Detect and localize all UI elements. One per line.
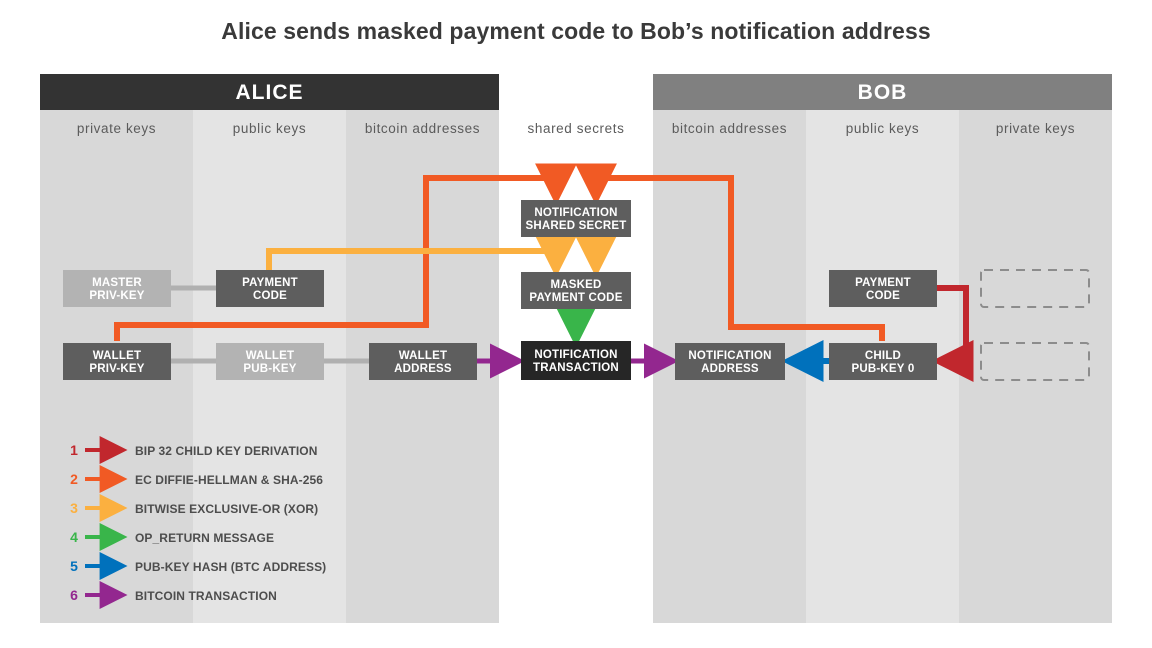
node-master-priv-key[interactable]: MASTER PRIV-KEY <box>63 270 171 307</box>
legend-item-6[interactable]: 6 BITCOIN TRANSACTION <box>70 581 277 609</box>
node-label-line1: WALLET <box>246 350 294 362</box>
node-label-line2: CODE <box>253 290 287 302</box>
arrow-bip32-derivation <box>931 285 974 382</box>
node-alice-payment-code[interactable]: PAYMENT CODE <box>216 270 324 307</box>
party-label-alice: ALICE <box>236 81 304 104</box>
node-label-line1: CHILD <box>865 350 901 362</box>
node-label-line2: ADDRESS <box>394 363 452 375</box>
legend-number: 2 <box>70 471 78 487</box>
party-header-alice: ALICE <box>40 74 499 110</box>
legend-item-2[interactable]: 2 EC DIFFIE-HELLMAN & SHA-256 <box>70 465 323 493</box>
legend-label: BITWISE EXCLUSIVE-OR (XOR) <box>135 502 318 516</box>
legend-number: 5 <box>70 558 78 574</box>
legend-item-4[interactable]: 4 OP_RETURN MESSAGE <box>70 523 274 551</box>
column-header-1: public keys <box>233 121 306 136</box>
placeholder-boxes <box>980 269 1090 381</box>
column-band-private-keys-bob <box>959 110 1112 623</box>
bob-priv-key-placeholder-1 <box>980 269 1090 308</box>
column-headers: private keys public keys bitcoin address… <box>77 121 1075 136</box>
node-label-line1: NOTIFICATION <box>688 350 771 362</box>
bob-priv-key-placeholder-2 <box>980 342 1090 381</box>
legend-number: 6 <box>70 587 78 603</box>
legend-item-1[interactable]: 1 BIP 32 CHILD KEY DERIVATION <box>70 436 318 464</box>
node-notification-shared-secret[interactable]: NOTIFICATION SHARED SECRET <box>521 200 631 237</box>
node-label-line2: PRIV-KEY <box>89 290 144 302</box>
column-header-6: private keys <box>996 121 1075 136</box>
node-child-pub-key-0[interactable]: CHILD PUB-KEY 0 <box>829 343 937 380</box>
node-label-line1: NOTIFICATION <box>534 207 617 219</box>
column-header-5: public keys <box>846 121 919 136</box>
legend-item-3[interactable]: 3 BITWISE EXCLUSIVE-OR (XOR) <box>70 494 318 522</box>
node-label-line2: PAYMENT CODE <box>529 292 622 304</box>
party-label-bob: BOB <box>858 81 908 104</box>
legend-label: EC DIFFIE-HELLMAN & SHA-256 <box>135 473 323 487</box>
legend-label: PUB-KEY HASH (BTC ADDRESS) <box>135 560 326 574</box>
arrow-ec-dh-bob <box>575 163 885 341</box>
arrow-xor-payment-code <box>266 235 577 278</box>
legend-label: OP_RETURN MESSAGE <box>135 531 274 545</box>
node-notification-address[interactable]: NOTIFICATION ADDRESS <box>675 343 785 380</box>
node-label-line2: PUB-KEY 0 <box>852 363 915 375</box>
legend: 1 BIP 32 CHILD KEY DERIVATION 2 EC DIFFI… <box>70 436 326 609</box>
legend-label: BITCOIN TRANSACTION <box>135 589 277 603</box>
legend-item-5[interactable]: 5 PUB-KEY HASH (BTC ADDRESS) <box>70 552 326 580</box>
node-label-line1: MASKED <box>550 279 601 291</box>
node-wallet-address[interactable]: WALLET ADDRESS <box>369 343 477 380</box>
column-header-3: shared secrets <box>528 121 625 136</box>
party-header-bob: BOB <box>653 74 1112 110</box>
column-header-0: private keys <box>77 121 156 136</box>
node-label-line1: MASTER <box>92 277 142 289</box>
legend-number: 1 <box>70 442 78 458</box>
node-label-line1: WALLET <box>399 350 447 362</box>
node-label-line1: NOTIFICATION <box>534 349 617 361</box>
legend-number: 4 <box>70 529 78 545</box>
legend-number: 3 <box>70 500 78 516</box>
node-label-line1: PAYMENT <box>855 277 911 289</box>
node-bob-payment-code[interactable]: PAYMENT CODE <box>829 270 937 307</box>
legend-label: BIP 32 CHILD KEY DERIVATION <box>135 444 318 458</box>
plain-connectors <box>168 285 372 364</box>
page-title: Alice sends masked payment code to Bob’s… <box>221 18 931 44</box>
node-label-line2: CODE <box>866 290 900 302</box>
node-label-line1: WALLET <box>93 350 141 362</box>
node-masked-payment-code[interactable]: MASKED PAYMENT CODE <box>521 272 631 309</box>
node-label-line1: PAYMENT <box>242 277 298 289</box>
node-label-line2: TRANSACTION <box>533 362 619 374</box>
column-header-2: bitcoin addresses <box>365 121 480 136</box>
node-label-line2: PRIV-KEY <box>89 363 144 375</box>
node-label-line2: ADDRESS <box>701 363 759 375</box>
node-notification-transaction[interactable]: NOTIFICATION TRANSACTION <box>521 341 631 380</box>
node-label-line2: PUB-KEY <box>243 363 296 375</box>
node-wallet-pub-key[interactable]: WALLET PUB-KEY <box>216 343 324 380</box>
column-header-4: bitcoin addresses <box>672 121 787 136</box>
node-label-line2: SHARED SECRET <box>525 220 626 232</box>
node-wallet-priv-key[interactable]: WALLET PRIV-KEY <box>63 343 171 380</box>
